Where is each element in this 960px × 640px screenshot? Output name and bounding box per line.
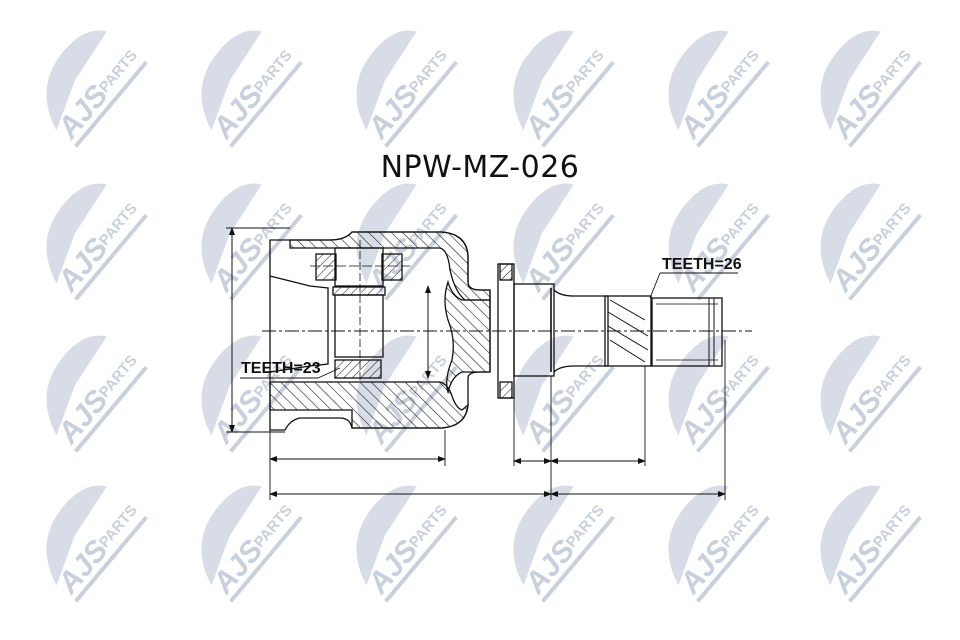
teeth-23-label: TEETH=23 <box>241 360 321 377</box>
trunnion-body-top <box>334 247 384 287</box>
trunnion-shaft <box>334 294 384 358</box>
spline-section <box>604 295 652 367</box>
stem-body <box>513 283 555 377</box>
spline-teeth <box>607 299 649 363</box>
housing-wall-top <box>289 231 491 301</box>
inner-cone <box>269 275 329 373</box>
housing-wall-bottom <box>269 381 469 429</box>
teeth-26-label: TEETH=26 <box>662 256 742 273</box>
roller-top-left <box>315 253 337 281</box>
shaft-neck <box>553 289 609 373</box>
part-number-title: NPW-MZ-026 <box>380 150 580 185</box>
housing-neck <box>444 279 491 395</box>
roller-top-right <box>381 253 403 281</box>
trunnion-collar <box>332 286 386 296</box>
threaded-end <box>651 297 723 367</box>
trunnion-collar-bottom <box>334 359 382 379</box>
